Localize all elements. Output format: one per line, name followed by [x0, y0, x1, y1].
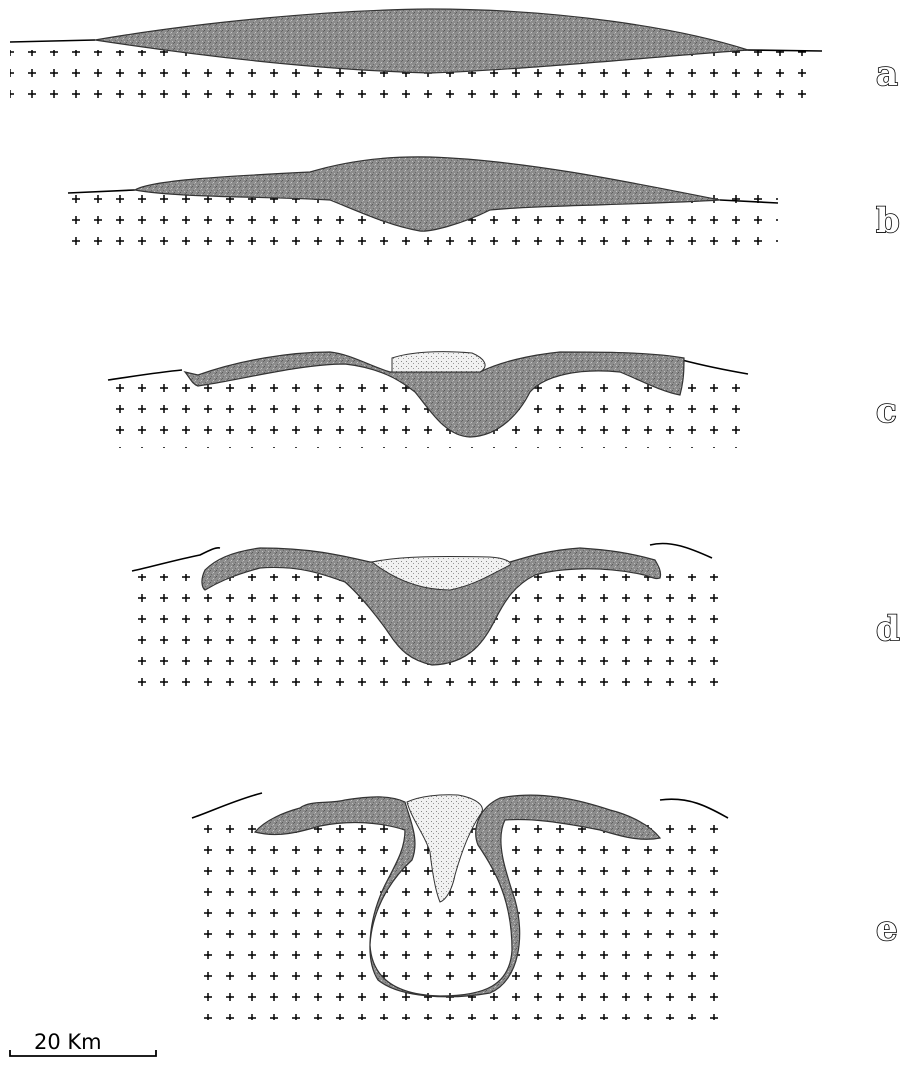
- scale-bar: 20 Km: [10, 1030, 156, 1056]
- stage-label: e: [876, 909, 898, 949]
- stage-label: b: [876, 201, 900, 241]
- stage-label: c: [876, 391, 897, 431]
- stage-e: e: [190, 793, 898, 1020]
- stage-b: b: [60, 157, 900, 250]
- stage-d: d: [130, 543, 900, 692]
- stage-label: d: [876, 609, 900, 649]
- scale-bar-label: 20 Km: [34, 1030, 102, 1054]
- stage-a: a: [10, 9, 898, 100]
- stage-c: c: [108, 352, 897, 448]
- stage-label: a: [876, 54, 898, 94]
- sediment-basin: [392, 352, 485, 372]
